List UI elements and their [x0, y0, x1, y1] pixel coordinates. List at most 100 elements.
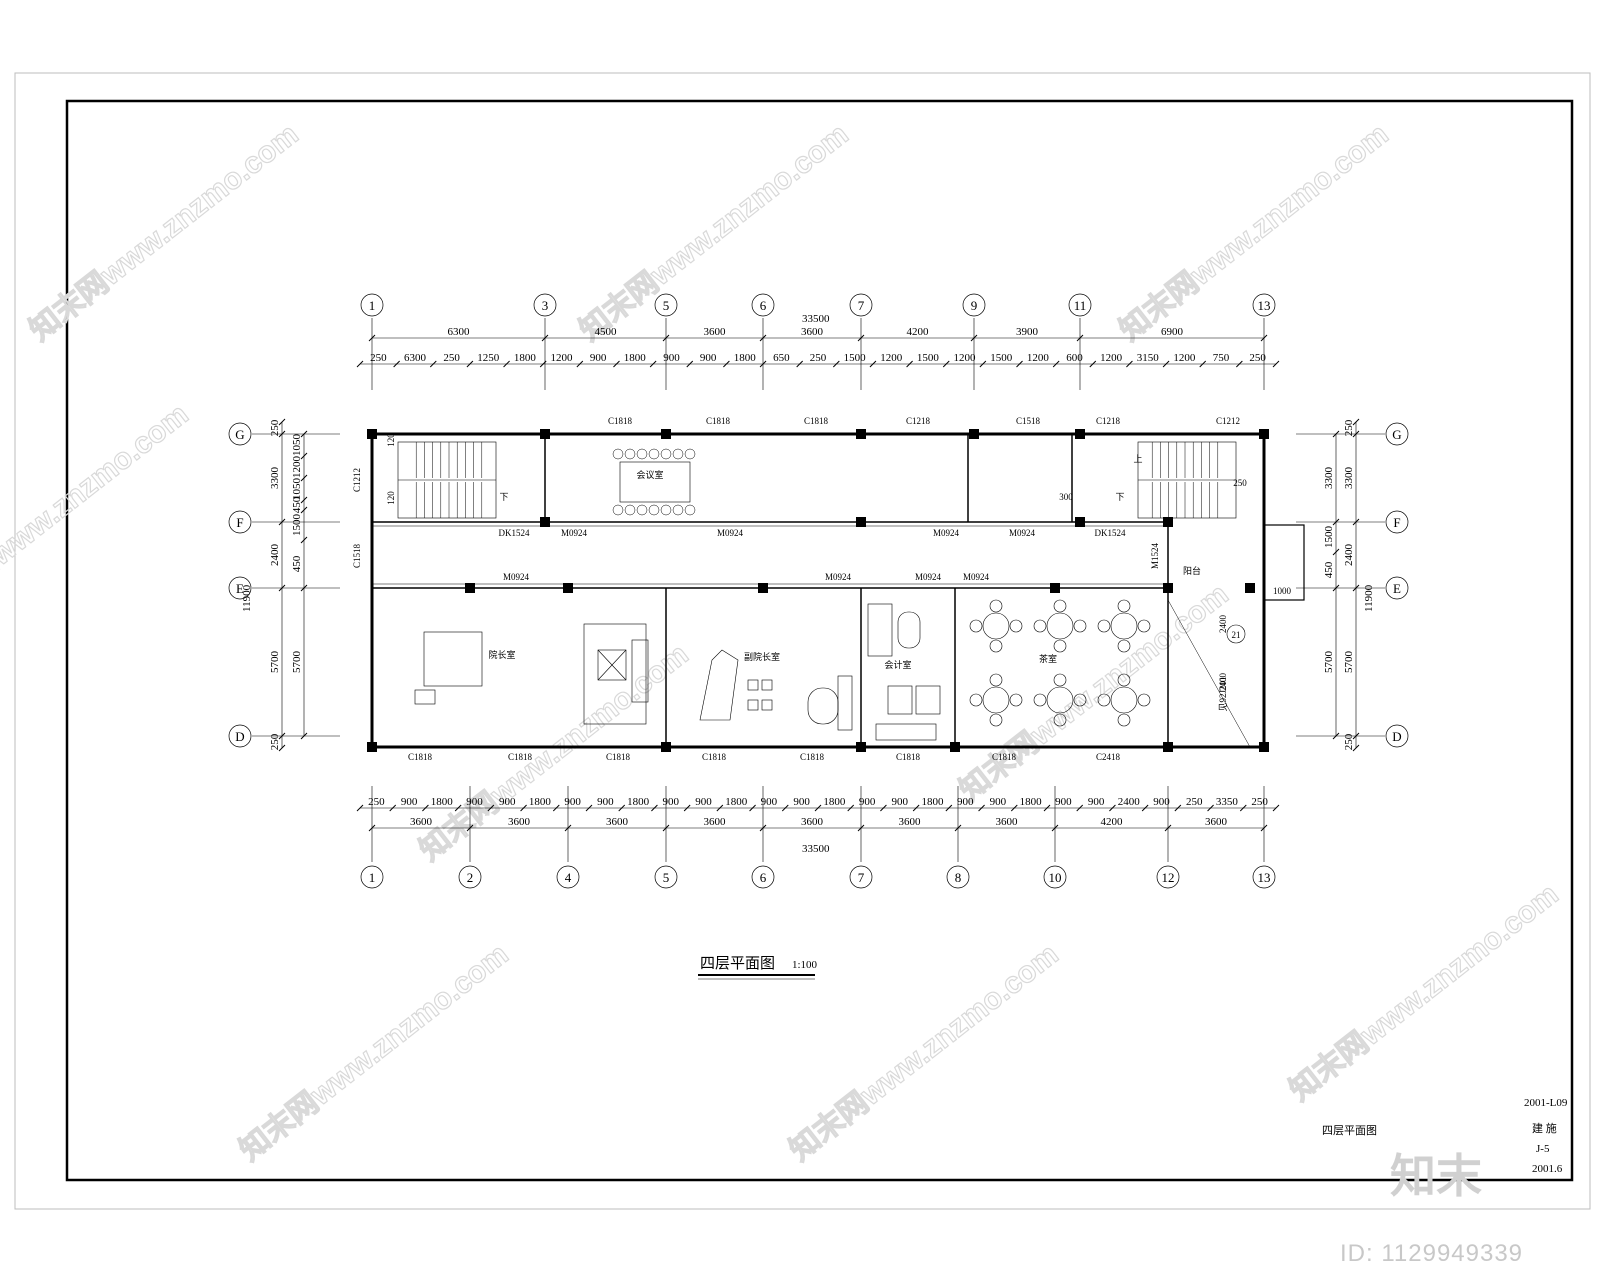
misc-label-0: 120: [386, 433, 396, 447]
axis-right-label-2: E: [1393, 581, 1401, 596]
dim-top-main-tick-5: [970, 334, 978, 342]
drawing-title: 四层平面图: [700, 955, 775, 972]
dim-top-detail-label-0: 250: [370, 352, 387, 364]
axis-right-label-0: G: [1392, 427, 1401, 442]
tea-room-tables: [969, 599, 1151, 727]
image-id: ID: 1129949339: [1340, 1240, 1524, 1267]
axis-bottom-bubble-4: [751, 865, 775, 889]
overall-width-top: 33500: [802, 313, 830, 325]
dim-bottom-detail-label-21: 900: [1055, 796, 1072, 808]
room-label-4: 茶室: [1039, 653, 1057, 664]
dim-bottom-detail-tick-1: [389, 804, 397, 812]
dim-top-detail-label-19: 600: [1066, 352, 1083, 364]
dim-left-inner-label-0: 1050: [291, 434, 303, 457]
tea-chair-1-0: [1053, 599, 1067, 613]
axis-right-label-1: F: [1393, 515, 1400, 530]
tea-table-2: [1110, 612, 1138, 640]
column-17: [367, 742, 377, 752]
dim-top-detail-label-8: 900: [663, 352, 680, 364]
dim-top-detail-tick-13: [832, 360, 840, 368]
dim-bottom-main-label-4: 3600: [801, 816, 824, 828]
dim-bottom-main-label-2: 3600: [606, 816, 629, 828]
axis-bottom-label-3: 5: [663, 870, 670, 885]
dim-bottom-main-label-1: 3600: [508, 816, 531, 828]
conf-chair-top-0: [612, 448, 624, 460]
dim-bottom-detail-tick-12: [749, 804, 756, 812]
dim-left-outer-tick-1: [278, 430, 286, 438]
room-label-3: 会计室: [884, 659, 911, 670]
axis-bottom-label-7: 10: [1049, 870, 1062, 885]
tea-chair-4-1: [1053, 713, 1067, 727]
axis-top-label-6: 11: [1074, 298, 1087, 313]
dim-bottom-detail-tick-24: [1141, 804, 1149, 812]
dim-bottom-main-label-6: 3600: [996, 816, 1019, 828]
overall-depth-right: 11900: [1363, 584, 1375, 612]
axis-top-bubble-1: [533, 293, 557, 317]
dim-top-detail-tick-23: [1199, 360, 1207, 368]
axis-top-label-3: 6: [760, 298, 767, 313]
axis-top-label-0: 1: [369, 298, 376, 313]
dim-left-outer-tick-4: [278, 732, 286, 740]
dim-right-outer-tick-2: [1352, 518, 1360, 526]
dim-bottom-main-tick-5: [857, 824, 865, 832]
tea-chair-0-1: [989, 639, 1003, 653]
stair-east: [1137, 441, 1237, 519]
dim-top-detail-label-22: 1200: [1173, 352, 1196, 364]
tea-chair-0-0: [989, 599, 1003, 613]
column-16: [1245, 583, 1255, 593]
misc-label-8: 2400: [1218, 615, 1228, 634]
dim-bottom-detail-tick-2: [422, 804, 429, 812]
axis-top-bubble-6: [1068, 293, 1092, 317]
dim-left-inner-tick-1: [300, 452, 308, 460]
misc-label-1: 120: [386, 491, 396, 505]
axis-bottom-bubble-2: [556, 865, 580, 889]
misc-label-6: 下: [1115, 492, 1124, 502]
dim-left-outer-tick-0: [278, 418, 286, 426]
dim-top-detail-label-5: 1200: [551, 352, 574, 364]
dim-bottom-detail-tick-6: [552, 804, 560, 812]
dim-bottom-detail-tick-11: [716, 804, 724, 812]
dim-top-detail-tick-1: [393, 360, 400, 368]
tea-chair-5-3: [1137, 693, 1151, 707]
dim-bottom-detail-tick-16: [880, 804, 887, 812]
tea-chair-4-0: [1053, 673, 1067, 687]
dim-top-detail-tick-22: [1162, 360, 1170, 368]
misc-label-9: 2400: [1218, 673, 1228, 692]
sheet-date: 2001.6: [1532, 1163, 1563, 1175]
dim-bottom-main-tick-1: [466, 824, 474, 832]
dim-bottom-main-tick-7: [1051, 824, 1059, 832]
dim-right-inner-label-3: 5700: [1323, 651, 1335, 674]
axis-bottom-bubble-5: [849, 865, 873, 889]
tea-chair-2-0: [1117, 599, 1131, 613]
conf-chair-bottom-0: [612, 504, 624, 516]
axis-right-bubble-2: [1385, 576, 1409, 600]
dim-top-main-label-3: 3600: [801, 326, 824, 338]
dim-top-detail-label-18: 1200: [1027, 352, 1050, 364]
dim-top-detail-label-4: 1800: [514, 352, 537, 364]
stair-east-treads: [1151, 442, 1219, 518]
axis-bottom-bubble-1: [458, 865, 482, 889]
dim-bottom-main-label-5: 3600: [899, 816, 922, 828]
title-block: 四层平面图 2001-L09 建 施 J-5 2001.6: [1322, 1097, 1568, 1175]
window-bottom-4: C1818: [800, 752, 825, 762]
room-label-2: 副院长室: [744, 651, 780, 662]
tea-chair-0-3: [1009, 619, 1023, 633]
tea-table-1: [1046, 612, 1074, 640]
dim-top-detail-label-3: 1250: [477, 352, 500, 364]
misc-label-10: 见92J201: [1218, 676, 1228, 711]
dim-bottom-main-tick-2: [564, 824, 572, 832]
door-label-4: M0924: [1009, 528, 1036, 538]
window-top-0: C1818: [608, 416, 633, 426]
dim-top-detail-tick-25: [1272, 360, 1280, 368]
tea-chair-4-3: [1073, 693, 1087, 707]
dim-right-outer-label-0: 250: [1343, 419, 1355, 436]
tea-table-5: [1110, 686, 1138, 714]
dim-bottom-detail-tick-4: [487, 804, 495, 812]
misc-label-7: 1000: [1273, 586, 1292, 596]
conf-chair-bottom-2: [636, 504, 648, 516]
axis-left-label-2: E: [236, 581, 244, 596]
dim-bottom-detail-label-4: 900: [499, 796, 516, 808]
dim-left-inner-tick-2: [300, 474, 308, 482]
axis-top-label-7: 13: [1258, 298, 1271, 313]
